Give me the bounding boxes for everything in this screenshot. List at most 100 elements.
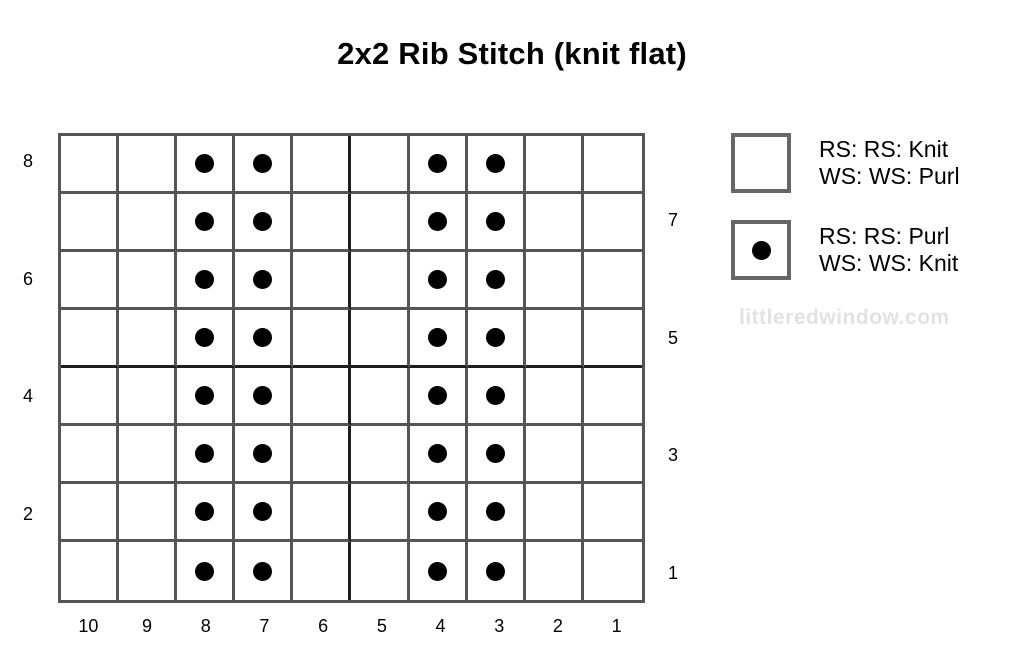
knit-cell bbox=[525, 136, 584, 194]
knit-cell bbox=[351, 194, 410, 252]
knit-cell bbox=[351, 368, 410, 426]
purl-dot-icon bbox=[485, 502, 505, 521]
row-label: 8 bbox=[23, 151, 34, 172]
knit-cell bbox=[119, 310, 178, 368]
column-label: 4 bbox=[435, 616, 446, 636]
purl-cell bbox=[410, 542, 468, 600]
purl-dot-icon bbox=[427, 386, 447, 405]
column-label: 6 bbox=[318, 616, 329, 636]
purl-dot-icon bbox=[427, 270, 447, 289]
purl-cell bbox=[177, 542, 236, 600]
purl-cell bbox=[177, 136, 236, 194]
purl-dot-icon bbox=[485, 212, 505, 231]
purl-dot-icon bbox=[427, 561, 447, 581]
purl-dot-icon bbox=[427, 444, 447, 463]
column-label: 1 bbox=[611, 616, 622, 636]
purl-cell bbox=[409, 368, 468, 426]
purl-cell bbox=[235, 194, 294, 252]
purl-cell bbox=[177, 310, 236, 368]
purl-dot-icon bbox=[485, 386, 505, 405]
column-label: 2 bbox=[552, 616, 563, 636]
knit-cell bbox=[583, 252, 642, 310]
knit-cell bbox=[61, 368, 120, 426]
knit-cell bbox=[351, 310, 410, 368]
knit-cell bbox=[351, 484, 410, 542]
knit-cell bbox=[525, 426, 584, 484]
knit-cell bbox=[293, 368, 352, 426]
purl-dot-icon bbox=[253, 212, 273, 231]
purl-dot-icon bbox=[253, 270, 273, 289]
purl-dot-icon bbox=[485, 328, 505, 347]
purl-cell bbox=[177, 484, 236, 542]
knit-cell bbox=[525, 310, 584, 368]
purl-cell bbox=[235, 368, 294, 426]
purl-dot-icon bbox=[427, 328, 447, 347]
knit-cell bbox=[293, 426, 352, 484]
legend-purl-symbol bbox=[731, 220, 791, 280]
knit-cell bbox=[584, 542, 642, 600]
knit-cell bbox=[583, 484, 642, 542]
stitch-chart-grid bbox=[58, 133, 645, 603]
purl-cell bbox=[177, 426, 236, 484]
purl-dot-icon bbox=[195, 561, 215, 581]
purl-cell bbox=[409, 426, 468, 484]
knit-cell bbox=[526, 542, 584, 600]
purl-dot-icon bbox=[195, 502, 215, 521]
purl-cell bbox=[467, 426, 526, 484]
chart-title: 2x2 Rib Stitch (knit flat) bbox=[337, 36, 687, 71]
purl-dot-icon bbox=[195, 386, 215, 405]
purl-cell bbox=[409, 194, 468, 252]
legend-knit-line1: RS: RS: Knit bbox=[819, 136, 949, 162]
column-label: 5 bbox=[376, 616, 387, 636]
legend-purl-line1: RS: RS: Purl bbox=[819, 223, 950, 249]
purl-dot-icon bbox=[195, 270, 215, 289]
purl-cell bbox=[409, 136, 468, 194]
knit-cell bbox=[119, 136, 178, 194]
legend-knit-line2: WS: WS: Purl bbox=[819, 163, 960, 189]
knit-cell bbox=[525, 484, 584, 542]
purl-cell bbox=[177, 368, 236, 426]
knit-cell bbox=[61, 542, 120, 600]
knit-cell bbox=[583, 194, 642, 252]
purl-dot-icon bbox=[253, 328, 273, 347]
purl-dot-icon bbox=[427, 154, 447, 173]
row-label: 6 bbox=[23, 268, 34, 289]
purl-cell bbox=[235, 136, 294, 194]
purl-cell bbox=[409, 252, 468, 310]
knit-cell bbox=[583, 426, 642, 484]
legend-purl-line2: WS: WS: Knit bbox=[819, 250, 959, 276]
purl-cell bbox=[235, 310, 294, 368]
knit-cell bbox=[119, 252, 178, 310]
knit-cell bbox=[583, 368, 642, 426]
row-label: 1 bbox=[668, 562, 679, 583]
purl-dot-icon bbox=[485, 154, 505, 173]
knit-cell bbox=[525, 252, 584, 310]
purl-dot-icon bbox=[253, 502, 273, 521]
column-label: 10 bbox=[78, 616, 99, 636]
knit-cell bbox=[61, 194, 120, 252]
row-label: 2 bbox=[23, 503, 34, 524]
column-label: 7 bbox=[259, 616, 270, 636]
purl-cell bbox=[177, 194, 236, 252]
purl-dot-icon bbox=[427, 212, 447, 231]
legend-knit-text: RS: RS: Knit WS: WS: Purl bbox=[819, 136, 960, 190]
row-label: 5 bbox=[668, 327, 679, 348]
purl-dot-icon bbox=[485, 561, 505, 581]
purl-dot-icon bbox=[253, 386, 273, 405]
knit-cell bbox=[293, 310, 352, 368]
knit-cell bbox=[293, 194, 352, 252]
knit-cell bbox=[61, 426, 120, 484]
knit-cell bbox=[583, 136, 642, 194]
knit-cell bbox=[351, 426, 410, 484]
purl-dot-icon bbox=[195, 212, 215, 231]
knit-cell bbox=[351, 136, 410, 194]
purl-cell bbox=[235, 426, 294, 484]
purl-cell bbox=[467, 368, 526, 426]
purl-cell bbox=[235, 542, 294, 600]
watermark: littleredwindow.com bbox=[739, 306, 950, 329]
legend-knit-symbol bbox=[731, 133, 791, 193]
purl-dot-icon bbox=[485, 444, 505, 463]
purl-dot-icon bbox=[751, 240, 771, 260]
purl-cell bbox=[468, 542, 526, 600]
row-label: 3 bbox=[668, 445, 679, 466]
